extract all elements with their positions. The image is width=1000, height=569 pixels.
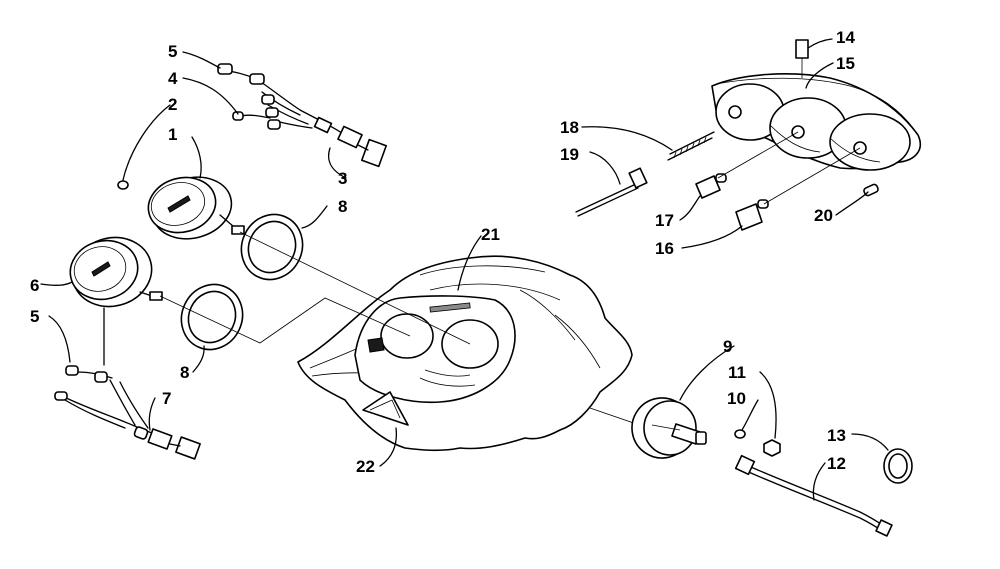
speedometer-wiring-harness	[54, 307, 201, 460]
callout-2: 2	[168, 95, 177, 114]
callout-3: 3	[338, 169, 347, 188]
nut	[763, 439, 781, 457]
speedometer-drive	[631, 397, 707, 459]
headlight-guide-lines	[717, 131, 861, 205]
callout-12: 12	[827, 454, 846, 473]
tachometer-gauge	[147, 176, 245, 240]
headlight-housing	[711, 73, 922, 171]
callout-8: 8	[338, 197, 347, 216]
washer	[734, 429, 746, 439]
speedometer-cable	[734, 454, 893, 537]
screw	[117, 180, 129, 190]
mounting-bracket	[795, 39, 809, 78]
callout-21: 21	[481, 225, 500, 244]
adjuster-screw	[575, 167, 648, 217]
callout-9: 9	[723, 337, 732, 356]
callout-6: 6	[30, 276, 39, 295]
callout-17: 17	[655, 211, 674, 230]
bezel-ring	[180, 283, 244, 351]
callout-10: 10	[727, 389, 746, 408]
hose-clamp	[883, 448, 913, 484]
callout-numbers: 1 2 3 4 5 5 6 7 8 8 9 10 11 12 13 14 15 …	[30, 28, 855, 476]
callout-7: 7	[162, 389, 171, 408]
callout-8: 8	[180, 363, 189, 382]
callout-16: 16	[655, 239, 674, 258]
callout-19: 19	[560, 145, 579, 164]
callout-18: 18	[560, 118, 579, 137]
callout-4: 4	[168, 69, 178, 88]
callout-20: 20	[814, 206, 833, 225]
adjuster-spring	[667, 131, 715, 161]
tachometer-wiring-harness	[217, 63, 388, 168]
callout-5: 5	[168, 42, 177, 61]
speedometer-gauge	[69, 236, 163, 308]
callout-5: 5	[30, 307, 39, 326]
bulb-socket	[695, 173, 727, 199]
bulb-socket	[735, 199, 769, 231]
callout-14: 14	[836, 28, 855, 47]
callout-1: 1	[168, 125, 177, 144]
callout-13: 13	[827, 426, 846, 445]
callout-22: 22	[356, 457, 375, 476]
leader-lines	[40, 38, 889, 501]
callout-11: 11	[728, 363, 746, 382]
callout-15: 15	[836, 54, 855, 73]
hood-panel	[297, 255, 633, 452]
bezel-ring	[240, 213, 304, 281]
decal	[362, 391, 409, 426]
